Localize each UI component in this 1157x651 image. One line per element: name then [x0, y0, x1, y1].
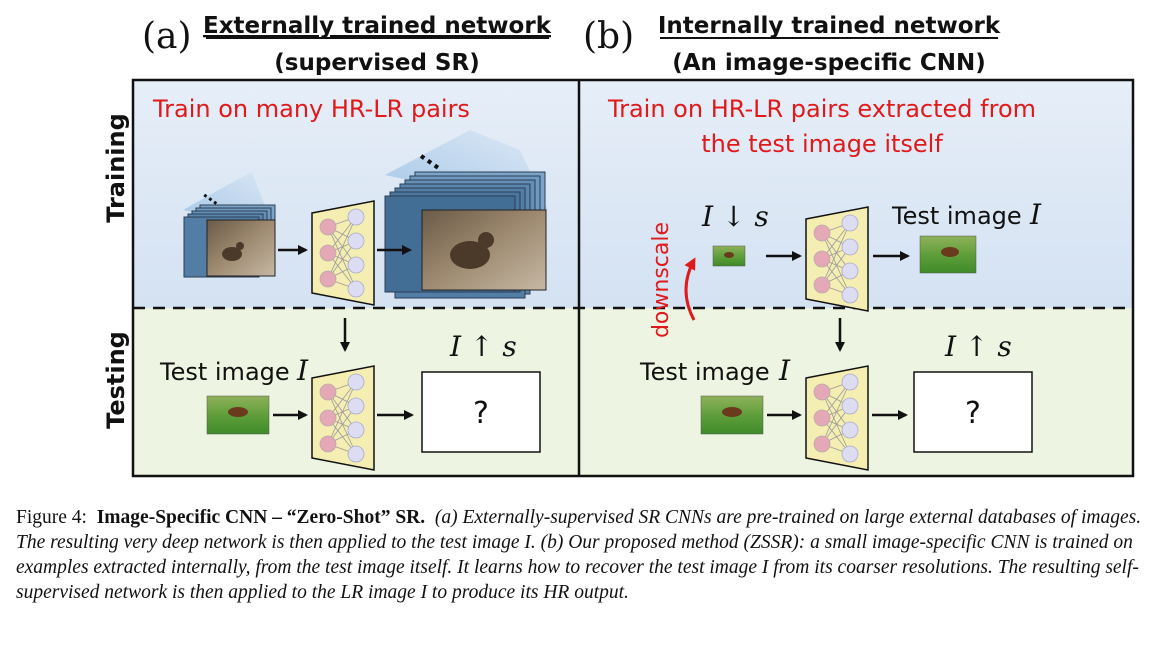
- panel-b-downscaled-label: I ↓ s: [701, 200, 769, 233]
- row-label-testing: Testing: [102, 331, 130, 429]
- caption-label: Figure 4:: [16, 507, 87, 528]
- network-node: [347, 421, 365, 439]
- network-b-test: [805, 365, 869, 471]
- network-node: [841, 397, 859, 415]
- network-node: [347, 280, 365, 298]
- network-node: [319, 218, 337, 236]
- panel-a-test-label: Test image: [159, 358, 290, 386]
- network-node: [813, 224, 831, 242]
- network-node: [841, 286, 859, 304]
- network-node: [841, 445, 859, 463]
- network-node: [347, 445, 365, 463]
- figure-caption: Figure 4: Image-Specific CNN – “Zero-Sho…: [16, 505, 1146, 605]
- downscale-arrow: [684, 257, 696, 321]
- network-node: [841, 373, 859, 391]
- network-node: [347, 256, 365, 274]
- small-image-stack: ...: [183, 172, 276, 278]
- row-label-training: Training: [102, 113, 130, 223]
- panel-b-train-target-image: [919, 235, 977, 274]
- panel-b-letter: (b): [583, 16, 634, 57]
- network-node: [841, 421, 859, 439]
- network-node: [319, 244, 337, 262]
- panel-a-output-label: I ↑ s: [449, 330, 517, 363]
- panel-a-letter: (a): [142, 16, 192, 57]
- panel-a-test-var: I: [296, 354, 309, 387]
- panel-a-train-note: Train on many HR-LR pairs: [152, 95, 470, 123]
- panel-b-question: ?: [965, 396, 981, 431]
- panel-b-title-line1: Internally trained network: [658, 13, 1001, 39]
- network-b-train: [805, 206, 869, 312]
- panel-b-downscale-label: downscale: [649, 222, 674, 338]
- network-node: [813, 435, 831, 453]
- figure-frame: [131, 78, 1135, 478]
- network-node: [813, 250, 831, 268]
- panel-b-output-box: [913, 371, 1033, 453]
- panel-b-output-label: I ↑ s: [944, 330, 1012, 363]
- network-node: [319, 383, 337, 401]
- diagram: (a) Externally trained network (supervis…: [102, 13, 1135, 478]
- network-node: [319, 435, 337, 453]
- panel-a-title-line1: Externally trained network: [203, 13, 552, 39]
- network-node: [347, 208, 365, 226]
- network-node: [319, 409, 337, 427]
- panel-b-train-note-line2: the test image itself: [701, 130, 943, 158]
- caption-body: (a) Externally-supervised SR CNNs are pr…: [16, 507, 1142, 603]
- network-node: [347, 232, 365, 250]
- network-a-train: [311, 200, 375, 306]
- panel-b-train-note-line1: Train on HR-LR pairs extracted from: [607, 95, 1036, 123]
- network-a-test: [311, 365, 375, 471]
- network-node: [813, 276, 831, 294]
- panel-a-output-box: [421, 371, 541, 453]
- network-node: [841, 262, 859, 280]
- network-node: [319, 270, 337, 288]
- panel-b-test-image: [700, 395, 764, 435]
- network-node: [841, 214, 859, 232]
- panel-a-test-image: [206, 395, 270, 435]
- panel-a-question: ?: [473, 396, 489, 431]
- panel-b-downscaled-image: [712, 245, 746, 267]
- panel-b-test-var: I: [778, 354, 791, 387]
- network-node: [347, 397, 365, 415]
- network-node: [841, 238, 859, 256]
- network-node: [347, 373, 365, 391]
- panel-b-train-target-var: I: [1029, 198, 1042, 231]
- panel-a-title-line2: (supervised SR): [274, 50, 479, 76]
- network-node: [813, 409, 831, 427]
- large-image-stack: ...: [384, 130, 548, 299]
- network-node: [813, 383, 831, 401]
- panel-b-title-line2: (An image-specific CNN): [672, 50, 986, 76]
- panel-b-test-label: Test image: [639, 358, 770, 386]
- panel-b-train-target-label: Test image: [891, 202, 1022, 230]
- caption-title: Image-Specific CNN – “Zero-Shot” SR.: [96, 507, 426, 528]
